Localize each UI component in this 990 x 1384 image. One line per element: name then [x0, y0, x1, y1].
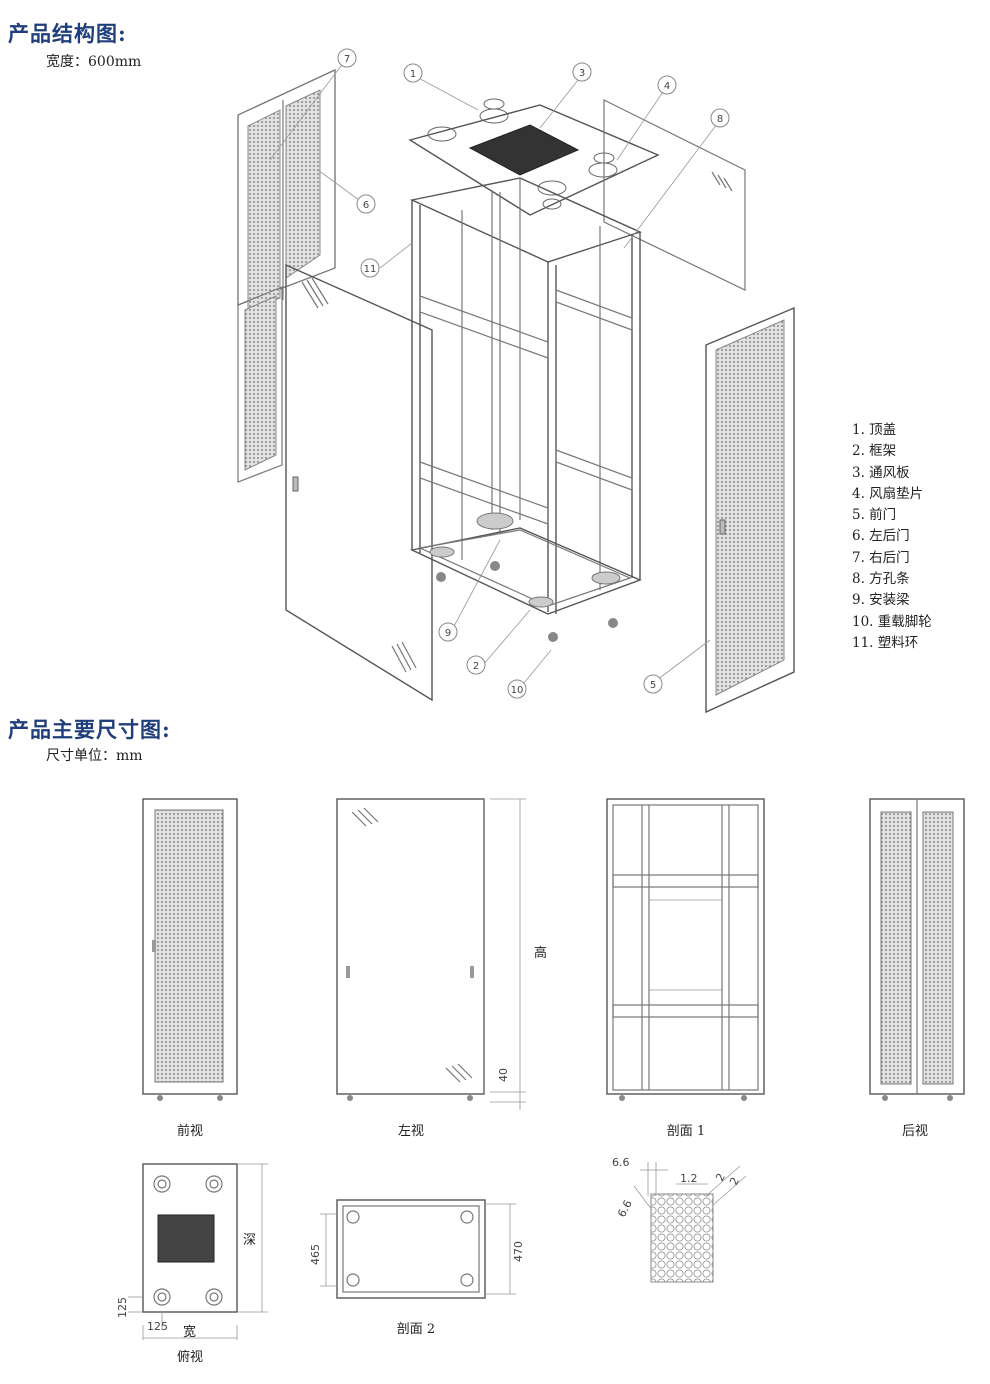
- dimensions-title: 产品主要尺寸图:: [8, 717, 171, 742]
- width-label: 宽: [183, 1324, 196, 1340]
- exploded-view: 1 2 3 4 5 6 7 8 9 10 11: [237, 48, 795, 714]
- left-view: [336, 798, 526, 1110]
- front-door: [705, 306, 795, 714]
- back-view: [869, 798, 965, 1101]
- front-view: [142, 798, 238, 1101]
- rear-panel: [603, 99, 746, 291]
- hole-dim-2b: 2: [727, 1175, 742, 1187]
- callout-2: 2: [473, 661, 479, 672]
- hole-gap-dim: 1.2: [680, 1172, 698, 1185]
- legend-item: 10. 重载脚轮: [852, 613, 932, 630]
- left-rear-door: [237, 286, 283, 483]
- callout-7: 7: [344, 54, 350, 65]
- structure-width-note: 宽度：600mm: [46, 54, 142, 70]
- legend-item: 1. 顶盖: [852, 422, 897, 438]
- perforation-detail: [633, 1162, 747, 1283]
- left-view-caption: 左视: [397, 1124, 424, 1139]
- callout-10: 10: [511, 685, 524, 696]
- front-view-caption: 前视: [176, 1124, 203, 1139]
- callout-11: 11: [364, 264, 377, 275]
- legend-item: 4. 风扇垫片: [852, 485, 924, 502]
- sec2-465-dim: 465: [309, 1244, 322, 1265]
- side-door-panel: [285, 263, 433, 702]
- legend-item: 6. 左后门: [852, 528, 910, 545]
- top-125-vertical-dim: 125: [116, 1297, 129, 1318]
- legend-item: 7. 右后门: [852, 549, 910, 566]
- legend-item: 5. 前门: [852, 507, 897, 524]
- legend-item: 2. 框架: [852, 443, 897, 460]
- top-125-horizontal-dim: 125: [147, 1320, 168, 1333]
- callout-5: 5: [650, 680, 656, 691]
- callout-9: 9: [445, 628, 451, 639]
- top-view-caption: 俯视: [176, 1350, 203, 1365]
- callout-4: 4: [664, 81, 670, 92]
- sec2-470-dim: 470: [512, 1241, 525, 1262]
- height-label: 高: [534, 945, 547, 961]
- foot-height-dim: 40: [497, 1068, 510, 1082]
- callout-1: 1: [410, 69, 416, 80]
- legend-item: 11. 塑料环: [852, 634, 919, 651]
- hole-pitch-dim-a: 6.6: [612, 1156, 630, 1169]
- legend-item: 8. 方孔条: [852, 571, 910, 588]
- callout-3: 3: [579, 68, 585, 79]
- legend-item: 9. 安装梁: [852, 592, 910, 609]
- hole-dim-2: 2: [713, 1171, 728, 1183]
- right-rear-door: [237, 69, 336, 311]
- top-view: [128, 1163, 268, 1340]
- parts-legend: 1. 顶盖 2. 框架 3. 通风板 4. 风扇垫片 5. 前门 6. 左后门 …: [852, 420, 932, 654]
- back-view-caption: 后视: [901, 1124, 928, 1139]
- callouts: 1 2 3 4 5 6 7 8 9 10 11: [269, 48, 730, 699]
- hole-pitch-dim-b: 6.6: [615, 1198, 635, 1220]
- cabinet-frame: [409, 177, 642, 642]
- section-1-caption: 剖面 1: [666, 1124, 706, 1139]
- section-2-caption: 剖面 2: [396, 1322, 436, 1337]
- legend-item: 3. 通风板: [852, 464, 910, 481]
- section-1-view: [606, 798, 765, 1101]
- top-cover: [408, 98, 660, 216]
- dimensions-unit-note: 尺寸单位：mm: [46, 748, 143, 764]
- section-2-view: [320, 1199, 516, 1299]
- callout-8: 8: [717, 114, 723, 125]
- structure-title: 产品结构图:: [8, 21, 127, 46]
- depth-label: 深: [243, 1233, 256, 1248]
- callout-6: 6: [363, 200, 369, 211]
